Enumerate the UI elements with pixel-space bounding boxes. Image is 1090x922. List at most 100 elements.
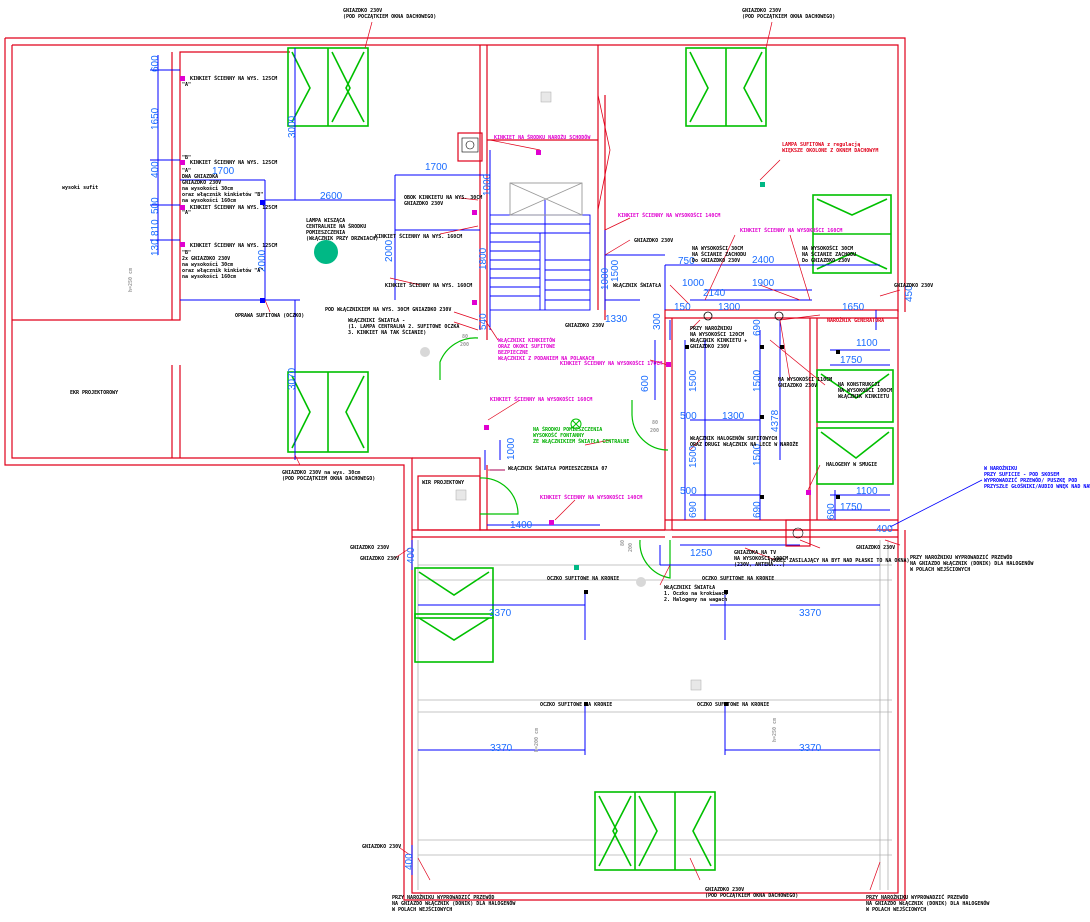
dim-1100a: 1100 <box>856 338 878 349</box>
dim-3370d: 3370 <box>799 743 822 754</box>
label-kinkiet-160-hall: KINKIET ŚCIENNY NA WYSOKOŚCI 160CM <box>740 228 843 234</box>
dim-1500d: 1500 <box>688 445 699 468</box>
dim-690b: 690 <box>688 501 699 518</box>
label-switch-125-c: KINKIET ŚCIENNY NA WYS. 125CM <box>190 205 278 211</box>
label-switch-125-a: KINKIET ŚCIENNY NA WYS. 125CM <box>190 76 278 82</box>
label-socket-bottom-left2: GNIAZDKO 230V <box>362 844 402 850</box>
label-heat-note: PRZY NAROŻNIKU WYPROWADZIĆ PRZEWÓD NA GN… <box>910 555 1034 573</box>
label-bath-right: NA KONSTRUKCJI NA WYSOKOŚCI 100CM WŁĄCZN… <box>838 382 893 400</box>
label-switch-light: WŁĄCZNIK ŚWIATŁA <box>613 283 662 289</box>
dim-1500b: 1500 <box>688 369 699 392</box>
dim-1000a: 1000 <box>482 173 493 196</box>
dim-2400: 2400 <box>752 255 775 266</box>
label-switch-sofit: OCZKO SUFITOWE NA KRONIE <box>547 576 620 582</box>
label-switch-125-b: KINKIET ŚCIENNY NA WYS. 125CM <box>190 160 278 166</box>
label-bath-group: PRZY NAROŻNIKU NA WYSOKOŚCI 120CM WŁĄCZN… <box>690 326 748 350</box>
dim-1400: 1400 <box>510 520 533 531</box>
label-bottom-center: GNIAZDKO 230V (POD POCZĄTKIEM OKNA DACHO… <box>705 887 799 899</box>
dim-400: 400 <box>150 161 161 178</box>
dim-1300a: 1300 <box>718 302 741 313</box>
label-socket-group1: "A" DWA GNIAZDKA GNIAZDKO 230V na wysoko… <box>182 168 264 204</box>
label-right-blue-note: W NAROŻNIKU PRZY SUFICIE - POD SKOSEM WY… <box>984 466 1090 490</box>
dim-600b: 600 <box>640 375 651 392</box>
label-door-200b: 200 <box>650 428 660 434</box>
label-door-80c: 80 <box>620 539 626 546</box>
label-cable-note: (KABEL ZASILAJĄCY NA BYT NAD PŁASKI TO N… <box>768 558 910 564</box>
label-switch-07: WŁĄCZNIK ŚWIATŁA POMIESZCZENIA 07 <box>508 466 608 472</box>
dim-690a: 690 <box>752 319 763 336</box>
label-socket-450: GNIAZDKO 230V <box>894 283 934 289</box>
label-oczko-1: OCZKO SUFITOWE NA KRONIE <box>540 702 613 708</box>
dim-1700b: 1700 <box>425 162 448 173</box>
label-socket-230-low: GNIAZDKO 230V <box>360 556 400 562</box>
label-wall-hook-b: NA WYSOKOŚCI 30CM NA ŚCIANIE ZACHODU Do … <box>802 246 857 264</box>
dim-2600: 2600 <box>320 191 343 202</box>
dim-1500a: 1500 <box>610 259 621 282</box>
dim-600: 600 <box>150 55 161 72</box>
label-switch-sofit2: OCZKO SUFITOWE NA KRONIE <box>702 576 775 582</box>
fixtures <box>314 91 811 691</box>
label-high-ceiling: wysoki sufit <box>62 185 99 191</box>
roof-lines <box>417 540 892 890</box>
label-switch-group2: WŁĄCZNIKI KINKIETÓW ORAZ OKOKI SUFITOWE … <box>498 338 595 362</box>
label-socket-110: NA WYSOKOŚCI 110CM GNIAZDKO 230V <box>778 377 833 389</box>
staircase <box>489 182 591 311</box>
dim-130: 130 <box>150 239 161 256</box>
dim-400d: 400 <box>404 853 415 870</box>
dim-1750a: 1750 <box>840 355 863 366</box>
label-switch-under: POD WŁĄCZNIKIEM NA WYS. 30CM GNIAZDKO 23… <box>325 307 452 313</box>
label-kinkiet-160b: KINKIET ŚCIENNY NA WYS. 160CM <box>385 283 473 289</box>
dim-1000b: 1000 <box>600 267 611 290</box>
dim-1250: 1250 <box>690 548 713 559</box>
dim-690c: 690 <box>752 501 763 518</box>
label-door-80b: 80 <box>652 420 659 426</box>
label-socket-top2: GNIAZDKO 230V (POD POCZĄTKIEM OKNA DACHO… <box>742 8 836 20</box>
label-bath-switch: WŁĄCZNIK HALOGENÓW SUFITOWYCH ORAZ DRUGI… <box>690 436 799 448</box>
label-socket-230-stairs: GNIAZDKO 230V <box>634 238 674 244</box>
label-door-200c: 200 <box>628 542 634 552</box>
label-socket-tv: GNIAZDKA NA TV NA WYSOKOŚCI 100CM (230V,… <box>734 550 789 568</box>
label-bottom-right-note: PRZY NAROŻNIKU WYPROWADZIĆ PRZEWÓD NA GN… <box>866 895 990 913</box>
label-ceiling-pos: OPRAWA SUFITOWA (OCZKO) <box>235 313 305 319</box>
dim-400c: 400 <box>406 547 417 564</box>
dim-3000: 3000 <box>287 115 298 138</box>
dim-1300b: 1300 <box>722 411 745 422</box>
label-door-80a: 80 <box>462 334 469 340</box>
label-kinkiet-stairs: KINKIET NA ŚRODKU NAROŻU SCHODÓW <box>494 135 591 141</box>
dim-1000d: 1000 <box>506 437 517 460</box>
dim-500b: 500 <box>680 411 697 422</box>
label-kinkiet-140: KINKIET ŚCIENNY NA WYSOKOŚCI 140CM <box>618 213 721 219</box>
dim-1500c: 1500 <box>752 369 763 392</box>
label-socket-330: GNIAZDKO 230V <box>565 323 605 329</box>
dim-400b: 400 <box>876 524 893 535</box>
dim-300: 300 <box>652 313 663 330</box>
dim-3370c: 3370 <box>490 743 513 754</box>
windows <box>287 47 894 871</box>
dim-2000b: 2000 <box>384 239 395 262</box>
label-socket-right-top: GNIAZDKO 230V <box>856 545 896 551</box>
label-kinkiet-140b: KINKIET ŚCIENNY NA WYSOKOŚCI 140CM <box>540 495 643 501</box>
label-socket-30: OBOK KINKIETU NA WYS. 30CM GNIAZDKO 230V <box>404 195 483 207</box>
label-switch-a: "A" <box>182 82 192 88</box>
label-halogen: HALOGENY W SMUGIE <box>826 462 878 468</box>
label-lamp-central: LAMPA WISZĄCA CENTRALNIE NA ŚRODKU POMIE… <box>306 218 379 242</box>
dim-1900: 1900 <box>752 278 775 289</box>
leader-lines <box>264 21 901 891</box>
dim-1700a: 1700 <box>212 166 235 177</box>
dim-150: 150 <box>674 302 691 313</box>
dim-1650: 1650 <box>150 107 161 130</box>
roof-slopes <box>597 94 611 211</box>
label-rot2: h=200 cm <box>534 727 540 752</box>
dim-3070: 3070 <box>287 367 298 390</box>
dim-690d: 690 <box>826 503 837 520</box>
dim-1650b: 1650 <box>842 302 865 313</box>
walls <box>4 37 906 901</box>
wiring <box>150 48 890 875</box>
label-projector-screen: EKR PROJEKTOROWY <box>70 390 119 396</box>
dim-810: 810 <box>150 219 161 236</box>
dim-4378: 4378 <box>770 409 781 432</box>
label-switch-light2: WŁĄCZNIKI ŚWIATŁA 1. Oczko na krokiwach … <box>664 585 728 603</box>
label-socket-bottom-left: GNIAZDKO 230V na wys. 30cm (POD POCZĄTKI… <box>282 470 376 482</box>
